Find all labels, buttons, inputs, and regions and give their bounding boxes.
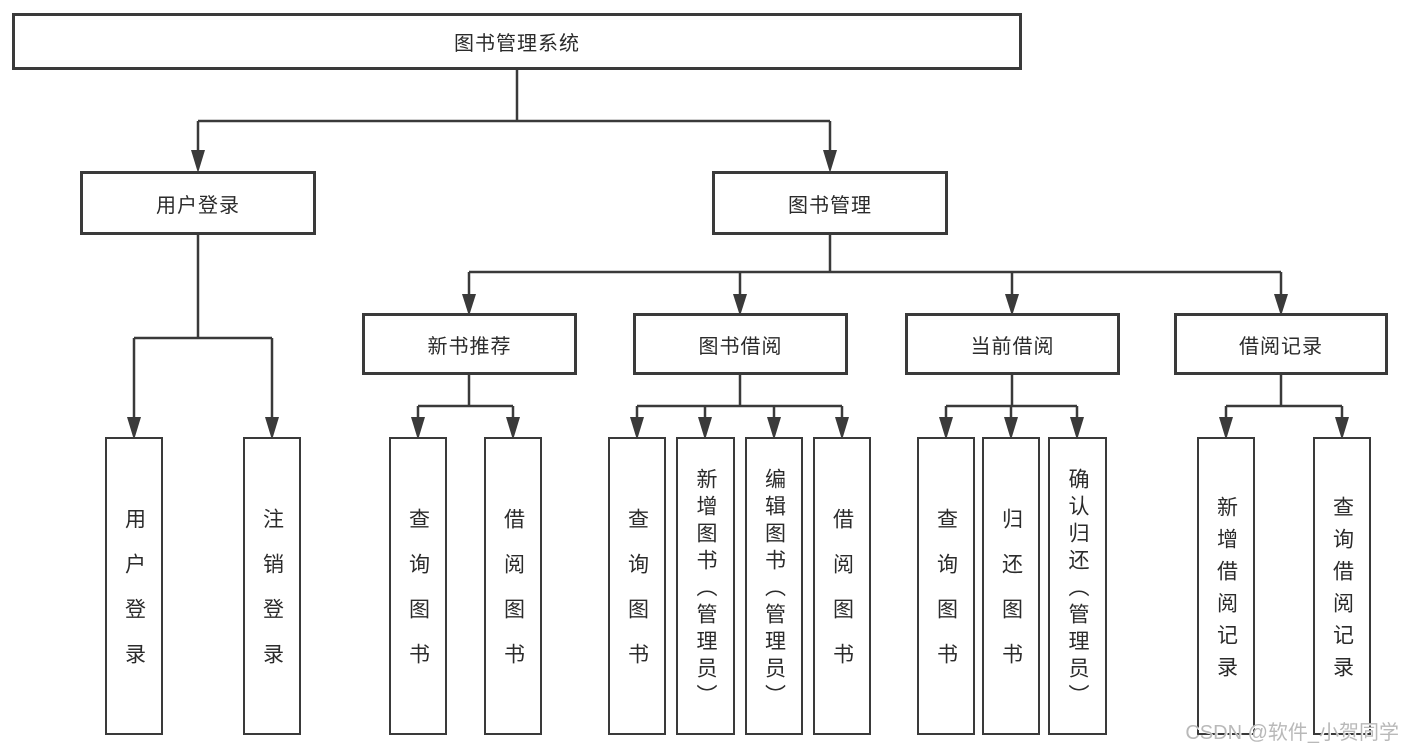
leaf-borrow-books: 借阅图书: [813, 437, 871, 735]
leaf-return-book: 归还图书: [982, 437, 1040, 735]
leaf-label: 注销登录: [260, 508, 284, 688]
node-library-management-system: 图书管理系统: [12, 13, 1022, 70]
leaf-borrow-books-recommend: 借阅图书: [484, 437, 542, 735]
leaf-query-books-recommend: 查询图书: [389, 437, 447, 735]
leaf-label: 借阅图书: [501, 508, 525, 688]
node-label: 图书管理系统: [454, 33, 580, 55]
leaf-add-borrow-record: 新增借阅记录: [1197, 437, 1255, 735]
leaf-label: 编辑图书（管理员）: [762, 467, 786, 711]
leaf-logout-login: 注销登录: [243, 437, 301, 735]
node-label: 用户登录: [156, 194, 240, 217]
arrowheads: [127, 150, 1349, 440]
leaf-label: 归还图书: [999, 508, 1023, 688]
leaf-label: 新增图书（管理员）: [694, 467, 717, 711]
leaf-label: 新增借阅记录: [1214, 495, 1238, 688]
leaf-query-borrow-record: 查询借阅记录: [1313, 437, 1371, 735]
node-label: 新书推荐: [427, 335, 512, 358]
leaf-label: 查询图书: [406, 508, 430, 688]
leaf-user-login: 用户登录: [105, 437, 163, 735]
csdn-watermark: CSDN @软件_小贺同学: [1185, 722, 1399, 744]
leaf-label: 借阅图书: [830, 508, 854, 688]
node-label: 图书借阅: [698, 335, 783, 358]
connector-strokes: [132, 70, 1344, 419]
node-new-book-recommend: 新书推荐: [362, 313, 577, 375]
leaf-edit-book-admin: 编辑图书（管理员）: [745, 437, 803, 735]
node-current-borrow: 当前借阅: [905, 313, 1120, 375]
leaf-label: 查询图书: [934, 508, 958, 688]
leaf-label: 确认归还（管理员）: [1066, 467, 1089, 711]
leaf-label: 查询借阅记录: [1330, 495, 1354, 688]
leaf-query-books-borrow: 查询图书: [608, 437, 666, 735]
node-label: 借阅记录: [1239, 335, 1323, 358]
node-label: 图书管理: [788, 194, 872, 217]
leaf-label: 查询图书: [625, 508, 649, 688]
node-book-management: 图书管理: [712, 171, 948, 235]
leaf-add-book-admin: 新增图书（管理员）: [676, 437, 735, 735]
node-borrow-records: 借阅记录: [1174, 313, 1388, 375]
leaf-confirm-return-admin: 确认归还（管理员）: [1048, 437, 1107, 735]
leaf-query-books-current: 查询图书: [917, 437, 975, 735]
node-user-login: 用户登录: [80, 171, 316, 235]
node-book-borrow: 图书借阅: [633, 313, 848, 375]
node-label: 当前借阅: [970, 335, 1055, 358]
leaf-label: 用户登录: [122, 508, 146, 688]
